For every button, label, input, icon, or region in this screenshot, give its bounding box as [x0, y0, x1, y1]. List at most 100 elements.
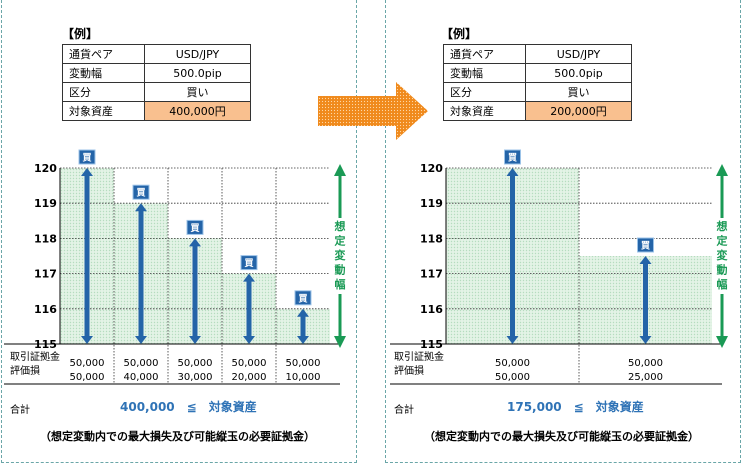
total-label: 合計	[394, 405, 414, 416]
spec-row: 区分買い	[62, 82, 251, 102]
bar-arrow-down	[243, 336, 255, 344]
value-cell: 50,000 30,000	[168, 357, 222, 385]
buy-badge	[637, 237, 654, 253]
position-bar	[138, 209, 144, 338]
spec-value: USD/JPY	[525, 44, 632, 64]
bar-arrow-up	[135, 203, 147, 212]
value-cell: 50,000 50,000	[60, 357, 114, 385]
buy-badge	[504, 149, 521, 165]
loss-value: 50,000	[69, 372, 105, 383]
margin-value: 50,000	[69, 358, 105, 369]
bar-arrow-down	[135, 336, 147, 344]
spec-row: 区分買い	[443, 82, 632, 102]
buy-badge	[294, 290, 312, 306]
buy-badge	[78, 149, 96, 165]
spec-key: 対象資産	[62, 101, 145, 121]
y-tick-label: 120	[34, 162, 57, 175]
loss-value: 20,000	[231, 372, 267, 383]
buy-badge-label: 買	[190, 223, 199, 234]
y-tick-label: 120	[420, 162, 443, 175]
position-bar	[84, 174, 90, 338]
range-arrow-down	[716, 336, 728, 348]
margin-value: 50,000	[628, 358, 663, 369]
margin-value: 50,000	[231, 358, 267, 369]
value-cell: 50,000 50,000	[446, 357, 579, 385]
y-tick-label: 116	[420, 303, 443, 316]
range-label-char: 動	[335, 263, 346, 277]
buy-badge-label: 買	[641, 241, 650, 252]
value-cell: 50,000 40,000	[114, 357, 168, 385]
note-text: （想定変動内での最大損失及び可能縦玉の必要証拠金）	[40, 430, 315, 443]
margin-value: 50,000	[495, 358, 530, 369]
range-label-char: 変	[717, 248, 728, 262]
total-label: 合計	[10, 405, 30, 416]
margin-value: 50,000	[123, 358, 159, 369]
bar-arrow-down	[189, 336, 201, 344]
bar-arrow-down	[81, 336, 93, 344]
y-tick-label: 117	[420, 268, 443, 281]
range-arrow-up	[716, 164, 728, 176]
y-tick-label: 117	[34, 268, 57, 281]
range-label-bg	[333, 218, 347, 294]
range-arrow-down	[334, 336, 346, 348]
range-label-char: 定	[717, 234, 728, 248]
transition-arrow-icon	[318, 82, 428, 140]
spec-key: 対象資産	[443, 101, 526, 121]
spec-value-highlight: 200,000円	[525, 101, 632, 121]
loss-value: 50,000	[495, 372, 530, 383]
spec-value-highlight: 400,000円	[144, 101, 251, 121]
bar-arrow-up	[639, 256, 652, 264]
range-arrow-up	[334, 164, 346, 176]
spec-value: USD/JPY	[144, 44, 251, 64]
bar-arrow-up	[506, 168, 519, 176]
range-label-char: 変	[335, 248, 346, 262]
range-label-char: 想	[334, 219, 346, 233]
position-bar	[300, 314, 306, 338]
margin-value: 50,000	[177, 358, 213, 369]
position-bar	[510, 174, 515, 338]
loss-value: 40,000	[123, 372, 159, 383]
total-value: 175,000 ≦ 対象資産	[507, 400, 644, 414]
row-labels: 取引証拠金評価損	[394, 351, 444, 379]
buy-badge-label: 買	[244, 258, 253, 269]
buy-badge-label: 買	[508, 153, 517, 164]
left-example-label: 【例】	[62, 27, 99, 41]
range-label-bg	[715, 218, 729, 294]
y-tick-label: 118	[34, 232, 57, 245]
left-example-panel	[1, 0, 357, 463]
value-cell: 50,000 20,000	[222, 357, 276, 385]
bar-arrow-up	[81, 168, 93, 176]
row-labels: 取引証拠金評価損	[10, 351, 60, 379]
bar-arrow-down	[506, 336, 519, 344]
y-tick-label: 115	[34, 338, 57, 351]
range-label-char: 幅	[335, 277, 346, 291]
margin-value: 50,000	[285, 358, 321, 369]
loss-value: 10,000	[285, 372, 321, 383]
position-bar	[643, 262, 648, 338]
buy-badge-label: 買	[298, 293, 307, 304]
buy-badge	[240, 255, 258, 271]
value-cell: 50,000 10,000	[276, 357, 330, 385]
buy-badge	[132, 184, 150, 200]
bar-arrow-up	[189, 238, 201, 247]
range-label-char: 定	[335, 234, 346, 248]
range-label-char: 動	[717, 263, 728, 277]
bar-arrow-down	[297, 336, 309, 344]
y-tick-label: 115	[420, 338, 443, 351]
spec-key: 変動幅	[443, 63, 526, 83]
loss-value: 30,000	[177, 372, 213, 383]
y-tick-label: 116	[34, 303, 57, 316]
position-bar	[192, 244, 198, 338]
position-bar	[246, 279, 252, 338]
